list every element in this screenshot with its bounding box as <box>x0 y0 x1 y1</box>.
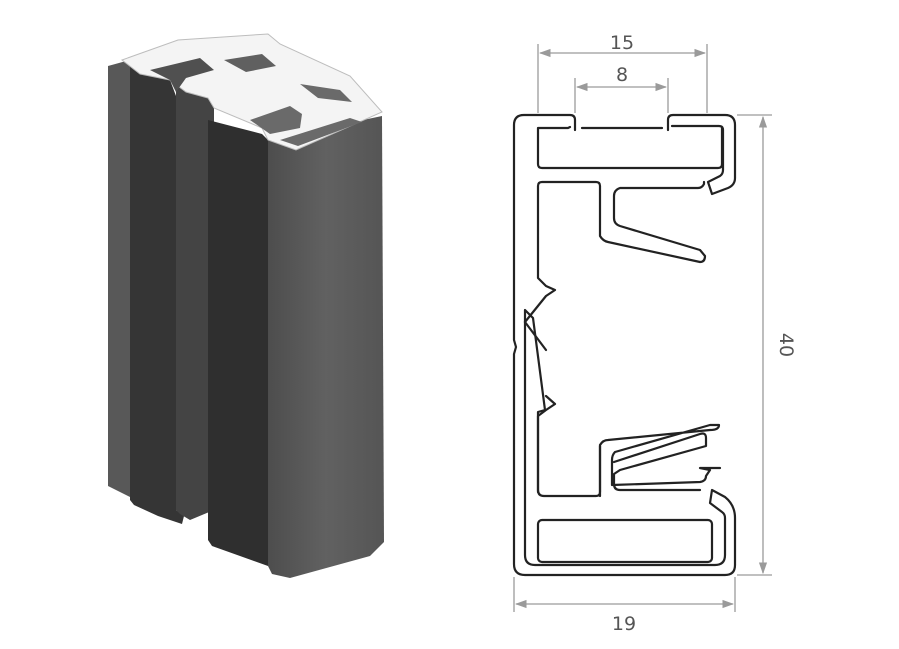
top-cavity-4 <box>280 118 362 146</box>
cross-section-top-chamber <box>536 125 724 170</box>
dim-19-label: 19 <box>612 613 636 635</box>
cross-section-top-right-outline <box>666 113 737 196</box>
dim-15-label: 15 <box>610 32 634 54</box>
center-rib <box>176 86 214 520</box>
cross-section-bottom-chamber <box>536 518 714 564</box>
top-cavity-3 <box>250 106 302 134</box>
dimension-labels: 15 8 40 19 <box>610 32 797 635</box>
front-face <box>268 116 384 578</box>
top-cavity-2 <box>224 54 276 72</box>
profile-cross-section-icon <box>512 113 737 577</box>
top-cavity-5 <box>300 84 352 102</box>
dim-8-label: 8 <box>616 64 628 86</box>
top-cavity-1 <box>150 58 214 92</box>
cross-section-lower-cavity <box>598 432 708 498</box>
right-channel <box>208 120 268 566</box>
aluminum-profile-3d-icon <box>108 33 384 578</box>
dim-40-label: 40 <box>775 333 797 357</box>
left-flange <box>108 60 136 500</box>
cross-section-upper-cavity <box>523 180 707 324</box>
cross-section-outer-outline <box>512 113 737 577</box>
left-groove <box>130 64 184 524</box>
dimensions <box>513 44 772 612</box>
cross-section-middle-notch <box>523 320 557 494</box>
